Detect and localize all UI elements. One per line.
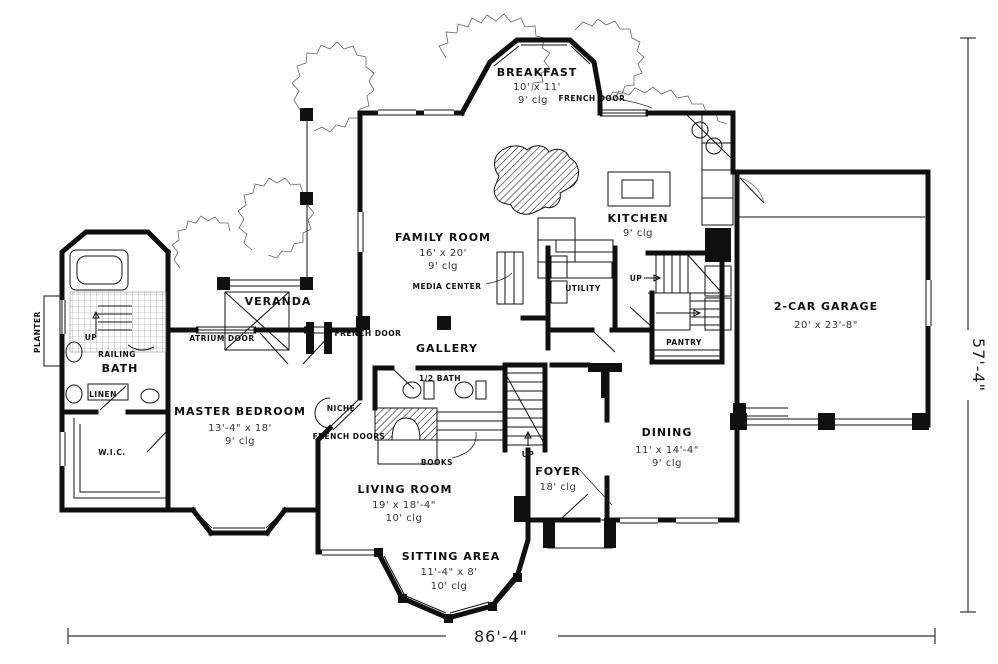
label-bath: BATH — [102, 362, 139, 375]
label-sitting-size: 11'-4" x 8' — [421, 567, 478, 578]
dryer — [550, 280, 568, 304]
bath-sink — [65, 384, 83, 404]
label-breakfast-clg: 9' clg — [518, 95, 548, 106]
labels: BREAKFAST 10' x 11' 9' clg FRENCH DOOR K… — [33, 66, 988, 646]
toilet — [140, 388, 160, 404]
entry-porch — [547, 519, 613, 549]
label-garage-size: 20' x 23'-8" — [794, 320, 858, 331]
kitchen-sink — [705, 137, 723, 155]
label-overall-depth: 57'-4" — [969, 338, 988, 392]
bathtub — [69, 249, 129, 291]
linen-closet — [87, 383, 129, 401]
washer — [550, 255, 568, 279]
label-overall-width: 86'-4" — [474, 627, 528, 646]
label-half-bath: 1/2 BATH — [419, 374, 461, 383]
label-gallery: GALLERY — [416, 342, 478, 355]
counter — [537, 261, 613, 279]
label-family-room-size: 16' x 20' — [419, 248, 467, 259]
gallery-column — [356, 316, 370, 330]
gallery-column — [437, 316, 451, 330]
media-center-cabinet — [496, 251, 524, 305]
veranda-column — [300, 277, 313, 290]
kitchen-island — [607, 171, 671, 207]
half-bath-sink — [402, 381, 422, 399]
label-master-size: 13'-4" x 18' — [208, 423, 272, 434]
label-living-clg: 10' clg — [386, 513, 423, 524]
label-dining: DINING — [642, 426, 693, 439]
label-french-doors: FRENCH DOORS — [313, 432, 386, 441]
label-master-clg: 9' clg — [225, 436, 255, 447]
label-up-bath: UP — [85, 333, 98, 342]
label-media-center: MEDIA CENTER — [413, 282, 482, 291]
back-stair — [644, 254, 723, 357]
label-sitting-clg: 10' clg — [431, 581, 468, 592]
label-railing: RAILING — [98, 350, 136, 359]
label-foyer-clg: 18' clg — [540, 482, 577, 493]
planter-box — [43, 295, 63, 367]
bookcase — [374, 407, 438, 441]
veranda-column — [300, 192, 313, 205]
label-veranda: VERANDA — [245, 295, 312, 308]
label-master-bedroom: MASTER BEDROOM — [174, 405, 306, 418]
label-books: BOOKS — [421, 458, 453, 467]
label-living-size: 19' x 18'-4" — [372, 500, 436, 511]
label-family-room: FAMILY ROOM — [395, 231, 491, 244]
label-foyer: FOYER — [535, 465, 580, 478]
label-niche: NICHE — [327, 404, 355, 413]
stairs — [92, 254, 723, 446]
label-wic: W.I.C. — [98, 448, 126, 457]
kitchen-sink — [691, 121, 709, 139]
label-kitchen: KITCHEN — [607, 212, 668, 225]
landscaping-shrubs — [171, 13, 728, 269]
bookshelves — [436, 411, 506, 441]
shower — [224, 291, 290, 351]
veranda-column — [300, 108, 313, 121]
bath-sink — [65, 341, 83, 363]
label-french-door-top: FRENCH DOOR — [559, 94, 626, 103]
main-stair — [504, 372, 546, 446]
leader-lines — [451, 98, 653, 506]
label-living-room: LIVING ROOM — [358, 483, 453, 496]
fixtures — [43, 113, 925, 623]
dimension-lines — [67, 37, 976, 644]
label-breakfast-size: 10' x 11' — [513, 82, 561, 93]
label-pantry: PANTRY — [666, 338, 702, 347]
label-utility: UTILITY — [565, 284, 601, 293]
half-bath-toilet — [454, 381, 474, 399]
stair-railing — [127, 344, 155, 351]
label-sitting-area: SITTING AREA — [402, 550, 500, 563]
veranda-column — [217, 277, 230, 290]
label-garage: 2-CAR GARAGE — [774, 300, 878, 313]
label-dining-clg: 9' clg — [652, 458, 682, 469]
label-breakfast: BREAKFAST — [497, 66, 578, 79]
label-french-door-veranda: FRENCH DOOR — [335, 329, 402, 338]
veranda-structure — [217, 108, 451, 354]
niche-arc — [314, 397, 331, 429]
label-planter: PLANTER — [33, 311, 42, 353]
desk — [377, 439, 438, 465]
label-linen: LINEN — [89, 390, 117, 399]
curved-counter — [493, 145, 579, 215]
label-dining-size: 11' x 14'-4" — [635, 445, 699, 456]
label-family-room-clg: 9' clg — [428, 261, 458, 272]
label-up-backstair: UP — [630, 274, 643, 283]
refrigerator — [705, 228, 731, 262]
label-kitchen-clg: 9' clg — [623, 228, 653, 239]
label-atrium-door: ATRIUM DOOR — [189, 334, 254, 343]
closet-shelves — [79, 424, 160, 493]
label-up-mainstair: UP — [522, 450, 535, 459]
